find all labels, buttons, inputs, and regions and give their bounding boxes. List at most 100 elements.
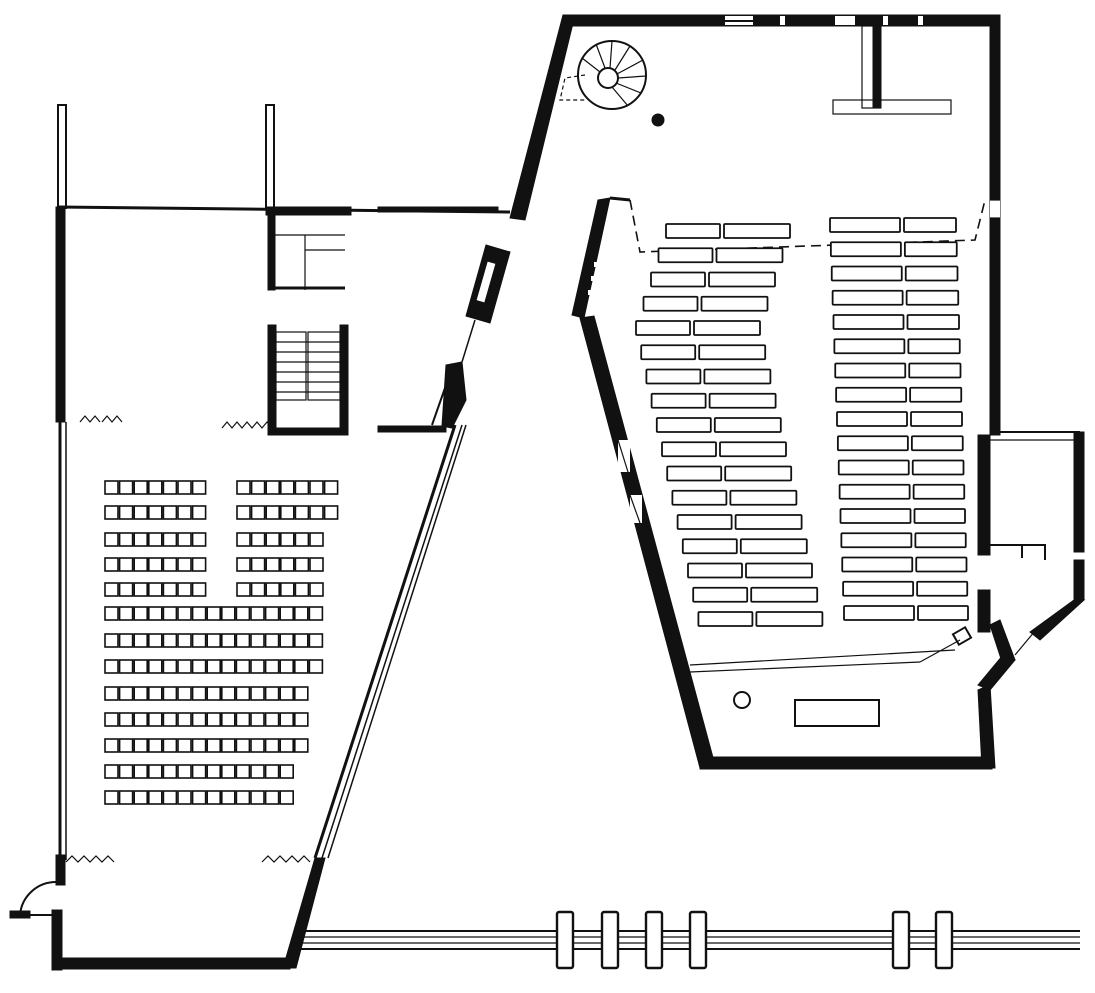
seat xyxy=(104,712,119,727)
seat xyxy=(221,764,236,779)
seat xyxy=(264,764,280,779)
seat xyxy=(250,712,265,727)
walkway-pier xyxy=(688,910,708,970)
facade-post-middle xyxy=(265,104,275,209)
seat xyxy=(177,480,192,495)
seat xyxy=(148,532,163,547)
seat xyxy=(148,557,163,572)
right-hall xyxy=(509,14,1086,770)
pew xyxy=(729,489,798,506)
seat xyxy=(264,659,280,674)
seat xyxy=(279,532,295,547)
seat xyxy=(177,764,192,779)
curtain-mark xyxy=(261,855,311,863)
walkway-pier xyxy=(644,910,664,970)
seat xyxy=(250,480,266,495)
seat xyxy=(133,686,148,701)
seat xyxy=(293,606,309,621)
seat xyxy=(235,712,251,727)
seat xyxy=(118,659,134,674)
seat xyxy=(221,790,236,805)
seat xyxy=(309,480,324,495)
seat xyxy=(279,557,295,572)
seat xyxy=(250,606,265,621)
chancel-step xyxy=(689,649,956,666)
left-hall-top-wall xyxy=(265,206,352,216)
pew xyxy=(913,508,966,524)
seat xyxy=(191,557,207,572)
seat xyxy=(264,790,280,805)
walkway-pier xyxy=(555,910,575,970)
seat xyxy=(118,686,134,701)
pew xyxy=(645,368,702,385)
walkway-pier xyxy=(934,910,954,970)
seat xyxy=(250,659,265,674)
seat xyxy=(148,633,163,648)
pew xyxy=(837,459,910,476)
seat xyxy=(235,633,251,648)
pew xyxy=(666,465,723,482)
seat xyxy=(191,633,207,648)
right-hall-east-wall xyxy=(989,14,1001,436)
pew xyxy=(708,271,776,288)
seat xyxy=(279,659,295,674)
seat xyxy=(148,659,163,674)
seat xyxy=(279,712,295,727)
curtain-mark xyxy=(79,415,123,423)
seat xyxy=(294,582,310,597)
pew xyxy=(910,411,963,427)
pew xyxy=(700,295,769,312)
facade-post-left xyxy=(57,104,67,209)
pew xyxy=(840,532,913,549)
pew xyxy=(912,483,966,500)
seat xyxy=(265,557,281,572)
walkway-piers xyxy=(555,910,954,970)
seat xyxy=(235,686,251,701)
seat xyxy=(221,686,236,701)
seat xyxy=(118,505,134,520)
pew xyxy=(693,320,761,336)
seat xyxy=(264,633,280,648)
seat xyxy=(293,712,309,727)
seat xyxy=(309,505,324,520)
seat xyxy=(221,606,236,621)
seat xyxy=(206,633,221,648)
column xyxy=(441,361,467,429)
seat xyxy=(118,712,134,727)
seat xyxy=(235,738,251,753)
seat xyxy=(162,764,178,779)
seat xyxy=(264,738,280,753)
covered-walkway xyxy=(290,910,1080,970)
pew xyxy=(698,344,767,361)
right-hall-south-wall xyxy=(699,756,993,770)
pew xyxy=(676,514,733,530)
seat xyxy=(162,505,178,520)
seat xyxy=(162,659,178,674)
seat xyxy=(308,659,324,674)
pew xyxy=(832,314,905,330)
seat xyxy=(177,557,192,572)
seat xyxy=(294,505,310,520)
pew xyxy=(904,265,959,282)
seat xyxy=(191,764,207,779)
seat xyxy=(118,480,134,495)
pew xyxy=(906,314,960,330)
seat xyxy=(104,738,119,753)
entrance-door xyxy=(18,880,57,916)
seat xyxy=(104,505,119,520)
seat xyxy=(206,738,221,753)
seat xyxy=(177,505,192,520)
seat xyxy=(265,505,281,520)
pew xyxy=(708,392,777,409)
seat xyxy=(162,606,178,621)
seat xyxy=(162,633,178,648)
seat xyxy=(279,686,295,701)
left-hall xyxy=(9,104,511,971)
left-hall-diagonal-wall xyxy=(282,857,326,969)
seat xyxy=(279,633,295,648)
pew xyxy=(745,562,813,579)
seat xyxy=(191,606,207,621)
seat xyxy=(294,557,310,572)
pew xyxy=(719,441,787,458)
